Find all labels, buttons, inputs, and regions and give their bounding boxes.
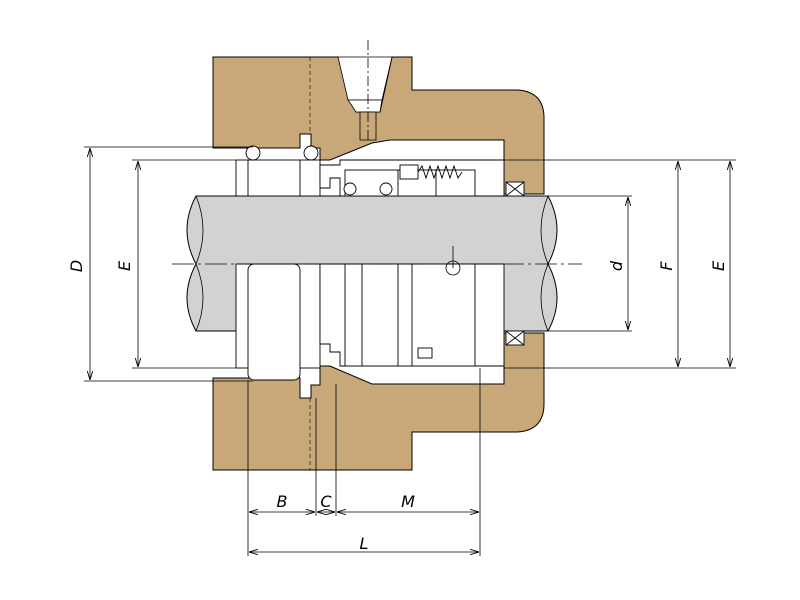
label-L: L	[360, 534, 369, 553]
label-B: B	[277, 492, 288, 511]
label-E-right: E	[709, 260, 728, 271]
label-M: M	[401, 492, 415, 511]
label-F: F	[657, 261, 676, 271]
seal-components-bottom	[235, 263, 525, 381]
dimension-lines	[90, 148, 730, 552]
seal-components-top	[235, 145, 525, 197]
label-C: C	[320, 492, 332, 511]
label-D: D	[67, 260, 86, 272]
housing-bottom	[212, 332, 545, 471]
label-E-left: E	[115, 260, 134, 271]
flush-port	[337, 40, 393, 141]
label-d: d	[607, 260, 626, 271]
housing-seams	[212, 57, 311, 470]
extension-lines	[84, 146, 736, 556]
